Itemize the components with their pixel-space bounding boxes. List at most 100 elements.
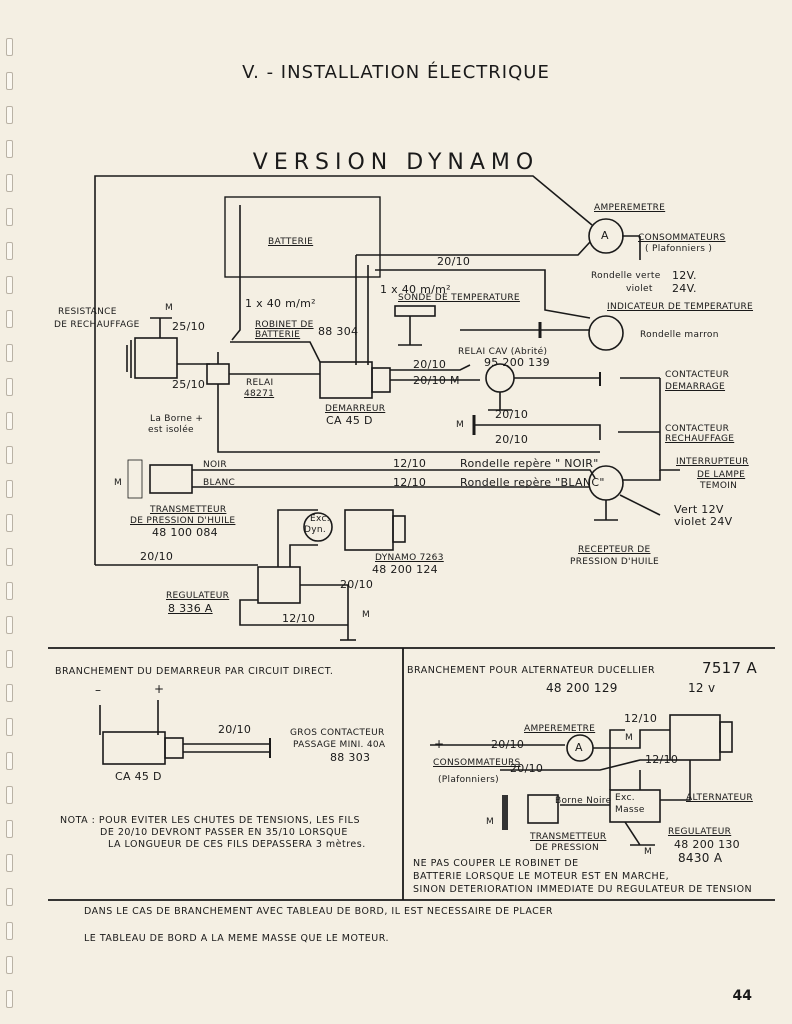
right-box-borne-noire: Borne Noire — [555, 796, 612, 806]
label-wire-20-10-c: 20/10 M — [413, 374, 460, 387]
left-box-minus: – — [95, 683, 102, 697]
label-wire-20-10-top: 20/10 — [437, 255, 471, 268]
right-box-de-pression: DE PRESSION — [535, 843, 600, 853]
label-contacteur-dem: CONTACTEUR — [665, 370, 730, 380]
label-indicateur-temp: INDICATEUR DE TEMPERATURE — [607, 302, 754, 312]
left-box-wire: 20/10 — [218, 723, 252, 736]
label-pression-huile: PRESSION D'HUILE — [570, 557, 660, 567]
label-contacteur-dem-2: DEMARRAGE — [665, 382, 726, 392]
label-wire-20-10-d: 20/10 — [495, 408, 529, 421]
right-box-heading: BRANCHEMENT POUR ALTERNATEUR DUCELLIER — [407, 665, 656, 676]
mass-m-trans: M — [114, 478, 123, 488]
right-box-model: 7517 A — [702, 659, 758, 677]
label-contacteur-rech: CONTACTEUR — [665, 424, 730, 434]
right-box-regulateur: REGULATEUR — [668, 827, 732, 837]
label-plafonniers: ( Plafonniers ) — [645, 244, 713, 254]
label-dynamo-ref: 48 200 124 — [372, 563, 438, 576]
label-violet-v: 24V. — [672, 282, 697, 295]
right-box-plus: + — [434, 737, 445, 751]
right-box-wire-c: 12/10 — [624, 712, 658, 725]
mass-m-reg: M — [362, 610, 371, 620]
label-robinet: ROBINET DE — [255, 320, 314, 330]
label-relai-cav: RELAI CAV (Abrité) — [458, 347, 548, 357]
left-box-nota-2: DE 20/10 DEVRONT PASSER EN 35/10 LORSQUE — [100, 827, 348, 838]
right-box-m-bottom: M — [644, 847, 653, 857]
left-box-ca45d: CA 45 D — [115, 770, 162, 783]
label-batterie: BATTERIE — [268, 237, 314, 247]
label-rondelle-noir: Rondelle repère " NOIR" — [460, 457, 599, 470]
label-wire-1x40-a: 1 x 40 m/m² — [245, 297, 316, 310]
right-box-m-left: M — [486, 817, 495, 827]
right-box-masse: Masse — [615, 805, 645, 815]
label-regulateur: REGULATEUR — [166, 591, 230, 601]
label-vert: Vert 12V — [674, 503, 724, 516]
label-rondelle-verte: Rondelle verte — [591, 271, 661, 281]
right-box-warn-2: BATTERIE LORSQUE LE MOTEUR EST EN MARCHE… — [413, 871, 670, 882]
right-box-plafonniers: (Plafonniers) — [438, 775, 499, 785]
label-violet: violet — [626, 284, 653, 294]
label-consommateurs: CONSOMMATEURS — [638, 233, 726, 243]
left-box-ref: 88 303 — [330, 751, 371, 764]
label-resistance: RESISTANCE — [58, 307, 117, 317]
label-amperemetre: AMPEREMETRE — [594, 203, 666, 213]
label-transmetteur-ref: 48 100 084 — [152, 526, 218, 539]
label-la-borne: La Borne + — [150, 414, 204, 424]
label-dyn: Dyn. — [304, 525, 327, 535]
label-rondelle-marron: Rondelle marron — [640, 330, 719, 340]
right-box-ref: 48 200 129 — [546, 681, 618, 695]
label-relai-cav-ref: 95 200 139 — [484, 356, 550, 369]
left-box-heading: BRANCHEMENT DU DEMARREUR PAR CIRCUIT DIR… — [55, 666, 334, 677]
label-wire-20-10-f: 20/10 — [140, 550, 174, 563]
mass-m-1: M — [165, 303, 174, 313]
right-box-wire-a: 20/10 — [491, 738, 525, 751]
label-recepteur: RECEPTEUR DE — [578, 545, 651, 555]
left-box-plus: + — [154, 682, 165, 696]
label-transmetteur: TRANSMETTEUR — [150, 505, 227, 515]
label-temoin: TEMOIN — [700, 481, 738, 491]
left-box-nota-1: NOTA : POUR EVITER LES CHUTES DE TENSION… — [60, 815, 360, 826]
label-rondelle-blanc: Rondelle repère "BLANC" — [460, 476, 605, 489]
page-title: V. - INSTALLATION ÉLECTRIQUE — [242, 62, 550, 83]
label-exc: Exc. — [310, 514, 330, 524]
label-relai-ref: 48271 — [244, 389, 275, 399]
right-box-wire-b: 20/10 — [510, 762, 544, 775]
label-noir: NOIR — [203, 460, 227, 470]
mass-m-mid: M — [456, 420, 465, 430]
label-demarreur-ref: CA 45 D — [326, 414, 373, 427]
ammeter-symbol: A — [601, 229, 609, 242]
label-dynamo: DYNAMO 7263 — [375, 553, 444, 563]
label-wire-1x40-b: 1 x 40 m/m² — [380, 283, 451, 296]
label-sonde-temp: SONDE DE TEMPERATURE — [398, 293, 520, 303]
diagram-subtitle: VERSION DYNAMO — [252, 150, 540, 175]
label-est-isolee: est isolée — [148, 425, 194, 435]
left-box-passage: PASSAGE MINI. 40A — [293, 740, 386, 750]
label-wire-12-10-a: 12/10 — [393, 457, 427, 470]
label-batterie-2: BATTERIE — [255, 330, 301, 340]
label-robinet-ref: 88 304 — [318, 325, 359, 338]
right-box-regulateur-ref: 48 200 130 — [674, 838, 740, 851]
page-number: 44 — [732, 988, 752, 1004]
label-de-pression: DE PRESSION D'HUILE — [130, 516, 236, 526]
footer-line-2: LE TABLEAU DE BORD A LA MEME MASSE QUE L… — [84, 933, 389, 944]
left-box-nota-3: LA LONGUEUR DE CES FILS DEPASSERA 3 mètr… — [108, 839, 366, 850]
right-box-wire-d: 12/10 — [645, 753, 679, 766]
label-wire-20-10-g: 20/10 — [340, 578, 374, 591]
label-regulateur-ref: 8 336 A — [168, 602, 213, 615]
label-de-rechauffage: DE RECHAUFFAGE — [54, 320, 140, 330]
label-relai: RELAI — [246, 378, 274, 388]
right-box-amperemetre: AMPEREMETRE — [524, 724, 596, 734]
left-box-gros-contacteur: GROS CONTACTEUR — [290, 728, 385, 738]
right-box-alternateur: ALTERNATEUR — [686, 793, 753, 803]
right-box-exc: Exc. — [615, 793, 635, 803]
right-box-amp-symbol: A — [575, 741, 583, 754]
label-de-lampe: DE LAMPE — [697, 470, 746, 480]
label-wire-25-10-b: 25/10 — [172, 378, 206, 391]
label-blanc: BLANC — [203, 478, 236, 488]
label-wire-12-10-c: 12/10 — [282, 612, 316, 625]
label-contacteur-rech-2: RECHAUFFAGE — [665, 434, 735, 444]
footer-line-1: DANS LE CAS DE BRANCHEMENT AVEC TABLEAU … — [84, 906, 553, 917]
label-wire-25-10-a: 25/10 — [172, 320, 206, 333]
right-box-warn-1: NE PAS COUPER LE ROBINET DE — [413, 858, 579, 869]
right-box-warn-3: SINON DETERIORATION IMMEDIATE DU REGULAT… — [413, 884, 753, 895]
